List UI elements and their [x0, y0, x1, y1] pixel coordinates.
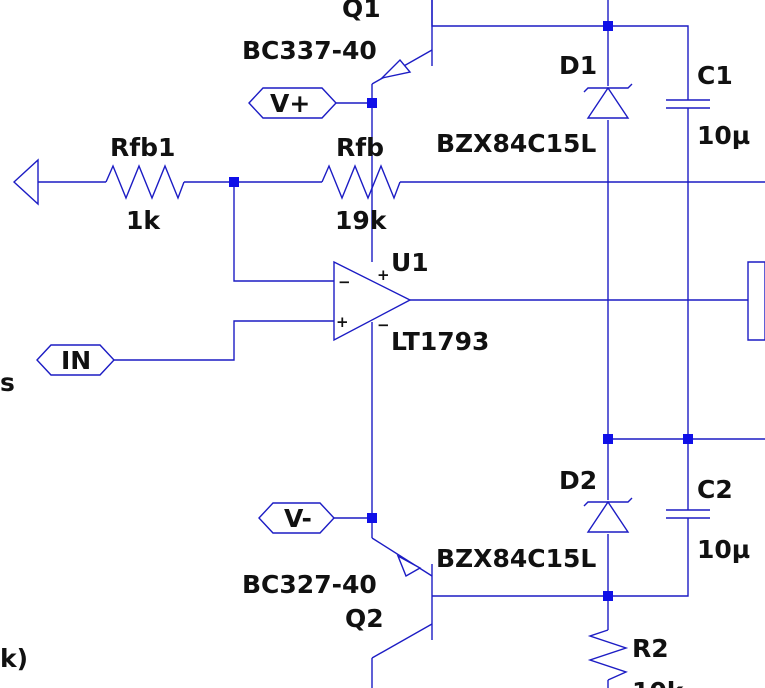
label-edge-k: k): [0, 644, 28, 673]
junction-vplus: [367, 98, 377, 108]
opamp-pin-minus: −: [338, 273, 351, 291]
net-flag-in[interactable]: [36, 344, 115, 376]
label-r2-value: 10k: [632, 677, 685, 688]
label-r2-name: R2: [632, 634, 669, 663]
label-rfb1-value: 1k: [126, 206, 161, 235]
junction-bottom: [603, 591, 613, 601]
label-net-in: IN: [61, 346, 91, 375]
wire-inverting-input: [233, 182, 334, 282]
q2-emitter-leg: [371, 537, 433, 577]
opamp-triangle: [333, 260, 412, 342]
label-q2-name: Q2: [345, 604, 384, 633]
label-rfb-value: 19k: [335, 206, 388, 235]
d2-triangle: [586, 500, 630, 533]
capacitor-c2[interactable]: [666, 509, 710, 519]
d2-bar: [583, 497, 633, 507]
opamp-pin-plus: +: [336, 313, 349, 331]
q2-emitter-arrow: [396, 554, 422, 578]
resistor-r2[interactable]: [587, 629, 629, 681]
label-u1-name: U1: [391, 248, 429, 277]
label-net-vplus: V+: [270, 89, 310, 118]
opamp-u1[interactable]: − + + −: [333, 260, 412, 342]
q1-emitter-arrow: [379, 58, 412, 80]
label-net-vminus: V-: [284, 504, 312, 533]
junction-feedback: [229, 177, 239, 187]
junction-top-rail: [603, 21, 613, 31]
label-d1-name: D1: [559, 51, 597, 80]
junctions: [229, 21, 693, 601]
label-d2-model: BZX84C15L: [436, 544, 596, 573]
label-rfb-name: Rfb: [336, 133, 384, 162]
junction-mid-right: [683, 434, 693, 444]
label-c1-name: C1: [697, 61, 733, 90]
zener-d1[interactable]: [583, 83, 633, 119]
net-flag-vminus[interactable]: [258, 502, 335, 534]
wire-q1-collector-rail: [431, 0, 689, 100]
label-c1-value: 10µ: [697, 121, 750, 150]
label-q2-model: BC327-40: [242, 570, 377, 599]
label-q1-model: BC337-40: [242, 36, 377, 65]
wire-c2-q2-collector: [432, 518, 689, 597]
resistor-rfb[interactable]: [321, 164, 401, 200]
rfb-zigzag: [321, 164, 401, 200]
label-edge-s: s: [0, 368, 15, 397]
junction-mid-left: [603, 434, 613, 444]
opamp-supply-plus: +: [377, 266, 390, 284]
label-c2-value: 10µ: [697, 535, 750, 564]
transistor-q1[interactable]: [371, 0, 433, 85]
resistor-rfb1[interactable]: [105, 164, 185, 200]
opamp-supply-minus: −: [377, 316, 390, 334]
q2-collector-leg: [371, 623, 433, 659]
d1-triangle: [586, 86, 630, 119]
wire-noninverting-input: [114, 320, 334, 361]
zener-d2[interactable]: [583, 497, 633, 533]
label-c2-name: C2: [697, 475, 733, 504]
label-u1-model: LT1793: [391, 327, 489, 356]
capacitor-c1[interactable]: [666, 99, 710, 109]
port-left-triangle[interactable]: [12, 158, 39, 206]
label-q1-name: Q1: [342, 0, 381, 23]
label-rfb1-name: Rfb1: [110, 133, 175, 162]
wires: [38, 0, 765, 688]
net-flag-vplus[interactable]: [248, 87, 337, 119]
label-d2-name: D2: [559, 466, 597, 495]
label-d1-model: BZX84C15L: [436, 129, 596, 158]
port-right-triangle[interactable]: [747, 261, 765, 341]
d1-bar: [583, 83, 633, 93]
junction-vminus: [367, 513, 377, 523]
transistor-q2[interactable]: [371, 537, 433, 659]
